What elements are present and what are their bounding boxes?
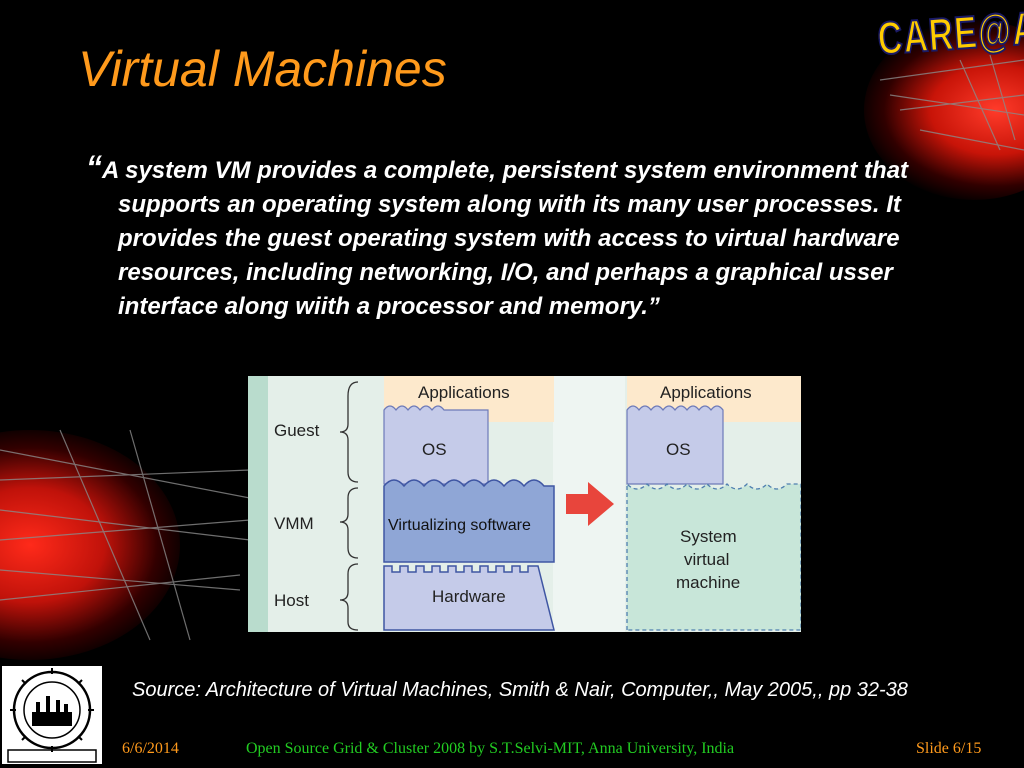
anna-university-seal bbox=[2, 666, 102, 764]
label-guest: Guest bbox=[274, 421, 320, 440]
left-os-block bbox=[383, 405, 489, 485]
braces bbox=[339, 381, 359, 631]
system-vm-label-line-2: virtual bbox=[684, 550, 729, 569]
right-os-label: OS bbox=[666, 440, 691, 459]
left-applications-label: Applications bbox=[418, 383, 510, 402]
left-virtualizing-label: Virtualizing software bbox=[388, 517, 531, 534]
left-hardware-block bbox=[383, 565, 555, 631]
vm-diagram: Guest VMM Host Applications OS Virtualiz… bbox=[248, 376, 801, 632]
quote-text: A system VM provides a complete, persist… bbox=[102, 157, 909, 320]
source-citation: Source: Architecture of Virtual Machines… bbox=[132, 679, 908, 701]
quote-paragraph: “A system VM provides a complete, persis… bbox=[86, 150, 958, 324]
label-host: Host bbox=[274, 591, 309, 610]
care-au-logo: CARE@AU bbox=[875, 0, 1024, 66]
right-os-block bbox=[626, 405, 724, 485]
system-vm-label-line-1: System bbox=[680, 527, 737, 546]
slide-title: Virtual Machines bbox=[78, 41, 447, 97]
left-os-label: OS bbox=[422, 440, 447, 459]
label-vmm: VMM bbox=[274, 514, 314, 533]
footer-date: 6/6/2014 bbox=[122, 740, 179, 757]
right-system-vm-block bbox=[626, 482, 801, 631]
right-applications-label: Applications bbox=[660, 383, 752, 402]
system-vm-label-line-3: machine bbox=[676, 573, 740, 592]
left-virtualizing-block bbox=[383, 479, 555, 563]
footer-presenter: Open Source Grid & Cluster 2008 by S.T.S… bbox=[246, 740, 735, 757]
diagram-left-strip bbox=[248, 376, 268, 632]
open-quote-mark: “ bbox=[86, 149, 102, 185]
transform-arrow bbox=[566, 482, 614, 526]
footer-slide-number: Slide 6/15 bbox=[916, 740, 982, 757]
left-hardware-label: Hardware bbox=[432, 587, 506, 606]
